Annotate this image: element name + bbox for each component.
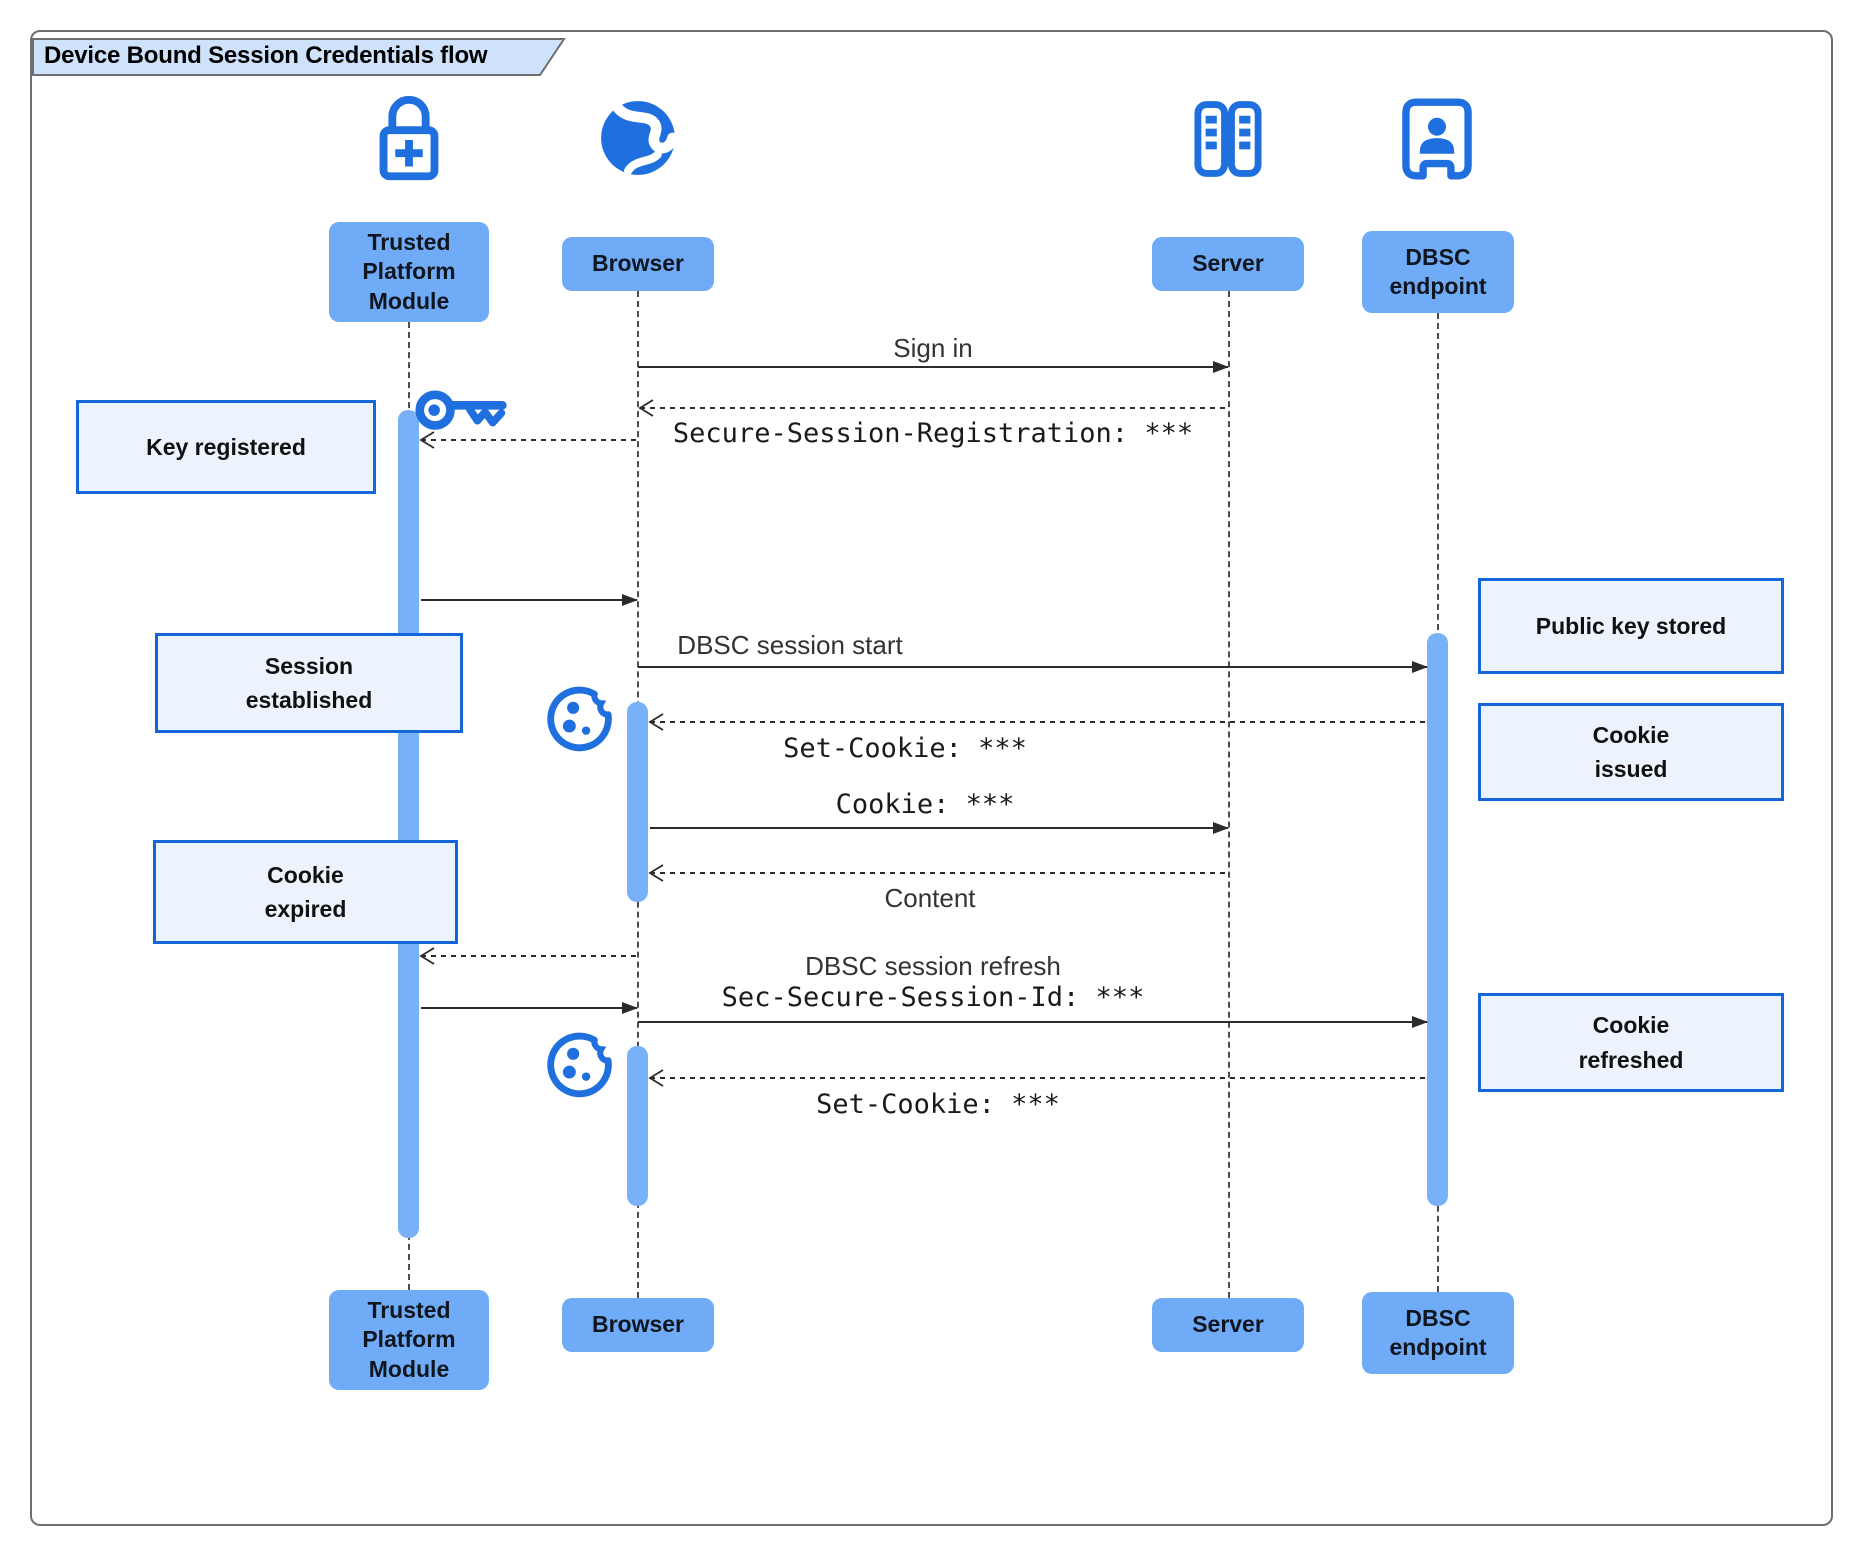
actor-browser-top: Browser <box>562 237 714 291</box>
diagram-border <box>30 30 1833 1526</box>
note-public-key-stored: Public key stored <box>1478 578 1784 674</box>
note-key-registered: Key registered <box>76 400 376 494</box>
arrowhead-filled <box>1412 661 1428 673</box>
actor-server-top: Server <box>1152 237 1304 291</box>
lifeline-server <box>1228 291 1230 1298</box>
actor-dbsc-top: DBSC endpoint <box>1362 231 1514 313</box>
arrowhead-open <box>419 947 435 965</box>
globe-icon <box>597 97 679 184</box>
title-tab-shape <box>32 38 566 76</box>
arrowhead-filled <box>1213 822 1229 834</box>
label-secure-session-registration: Secure-Session-Registration: *** <box>672 418 1194 449</box>
cookie-icon <box>542 1028 618 1109</box>
arrowhead-filled <box>622 594 638 606</box>
arrowhead-filled <box>622 1002 638 1014</box>
lock-plus-icon <box>360 90 458 193</box>
diagram-title-tab: Device Bound Session Credentials flow <box>32 38 566 76</box>
actor-server-bottom: Server <box>1152 1298 1304 1352</box>
activation-bar-browser-2 <box>627 1046 648 1206</box>
arrowhead-open <box>648 864 664 882</box>
label-dbsc-session-refresh: DBSC session refresh <box>805 951 1061 981</box>
arrowhead-filled <box>1412 1016 1428 1028</box>
label-cookie: Cookie: *** <box>835 789 1015 820</box>
activation-bar-browser-1 <box>627 702 648 902</box>
label-dbsc-session-start: DBSC session start <box>677 630 903 660</box>
endpoint-door-icon <box>1392 94 1482 189</box>
actor-tpm-bottom: Trusted Platform Module <box>329 1290 489 1390</box>
note-cookie-issued: Cookie issued <box>1478 703 1784 801</box>
actor-browser-label: Browser <box>591 250 685 277</box>
actor-browser-bottom: Browser <box>562 1298 714 1352</box>
arrowhead-open <box>648 713 664 731</box>
key-icon <box>414 378 510 453</box>
diagram-title: Device Bound Session Credentials flow <box>44 42 488 69</box>
note-session-established: Session established <box>155 633 463 733</box>
actor-dbsc-bottom: DBSC endpoint <box>1362 1292 1514 1374</box>
label-sign-in: Sign in <box>893 333 973 363</box>
activation-bar-tpm <box>398 410 419 1238</box>
note-cookie-refreshed: Cookie refreshed <box>1478 993 1784 1092</box>
arrowhead-open <box>638 399 654 417</box>
server-rack-icon <box>1185 96 1271 187</box>
label-set-cookie-2: Set-Cookie: *** <box>816 1089 1060 1120</box>
actor-server-label: Server <box>1192 250 1264 277</box>
arrowhead-open <box>648 1069 664 1087</box>
arrowhead-filled <box>1213 361 1229 373</box>
label-set-cookie-1: Set-Cookie: *** <box>783 733 1027 764</box>
label-content: Content <box>884 883 976 913</box>
activation-bar-dbsc <box>1427 633 1448 1206</box>
actor-tpm-top: Trusted Platform Module <box>329 222 489 322</box>
note-cookie-expired: Cookie expired <box>153 840 458 944</box>
actor-dbsc-label: DBSC endpoint <box>1389 243 1487 299</box>
actor-tpm-label: Trusted Platform Module <box>362 228 456 314</box>
label-sec-secure-session-id: Sec-Secure-Session-Id: *** <box>721 982 1145 1013</box>
cookie-icon <box>542 682 618 763</box>
arrowhead-open <box>419 431 435 449</box>
